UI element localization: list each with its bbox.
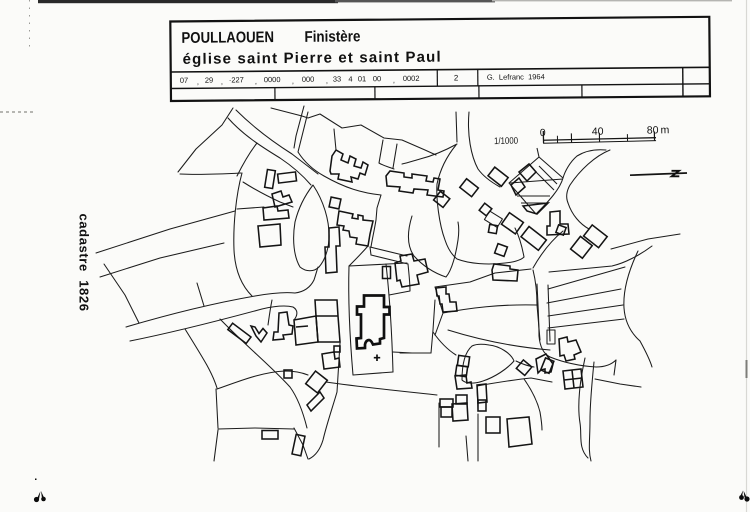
svg-text:Finistère: Finistère: [304, 28, 360, 45]
svg-text:40: 40: [592, 126, 604, 138]
svg-text:80 m: 80 m: [647, 124, 670, 137]
svg-text:,: ,: [197, 77, 199, 86]
svg-text:0002: 0002: [403, 74, 420, 83]
svg-text:,: ,: [221, 77, 223, 86]
svg-text:,: ,: [326, 76, 328, 85]
svg-text:4: 4: [348, 74, 352, 83]
svg-text:G. Lefranc 1964: G. Lefranc 1964: [487, 72, 545, 82]
svg-text:01: 01: [358, 74, 366, 83]
svg-text:cadastre 1826: cadastre 1826: [77, 214, 92, 312]
svg-text:,: ,: [393, 76, 395, 85]
svg-text:·227: ·227: [229, 75, 244, 84]
svg-text:POULLAOUEN: POULLAOUEN: [181, 29, 274, 47]
svg-text:église saint Pierre et saint P: église saint Pierre et saint Paul: [183, 49, 441, 68]
svg-text:2: 2: [454, 73, 459, 82]
svg-text:000: 000: [302, 75, 315, 84]
svg-text:,: ,: [292, 76, 294, 85]
svg-text:00: 00: [373, 74, 381, 83]
svg-text:,: ,: [255, 77, 257, 86]
svg-text:1/1000: 1/1000: [494, 136, 518, 148]
svg-text:07: 07: [180, 76, 188, 85]
svg-text:29: 29: [205, 76, 213, 85]
svg-text:33: 33: [333, 75, 341, 84]
svg-text:0000: 0000: [264, 75, 281, 84]
